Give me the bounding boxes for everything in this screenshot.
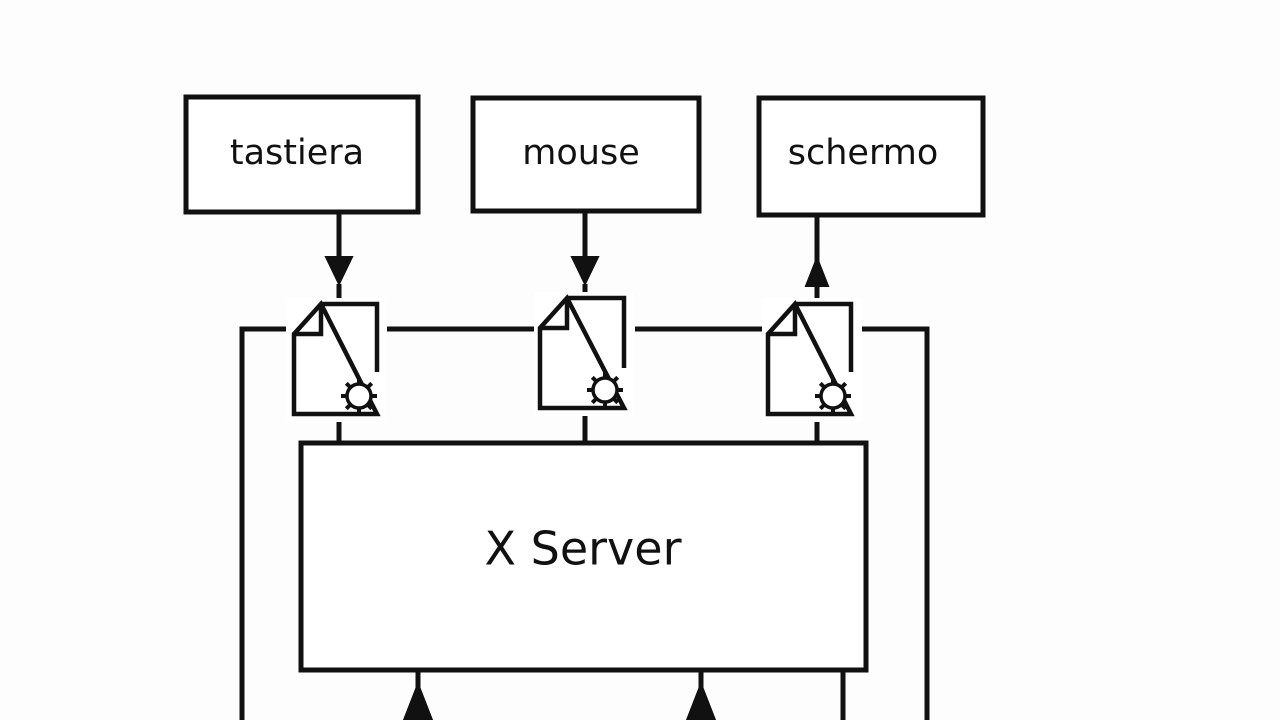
- right-bus-line: [862, 326, 930, 720]
- client-arrow-up-2: [685, 681, 717, 720]
- device-keyboard-label: tastiera: [230, 133, 364, 173]
- bottom-connectors: [402, 670, 717, 720]
- keyboard-arrow-down: [324, 256, 354, 287]
- x-server-label: X Server: [485, 522, 682, 576]
- device-mouse-label: mouse: [522, 133, 639, 173]
- left-bus-line: [239, 326, 292, 720]
- device-mouse: mouse: [470, 95, 702, 214]
- device-file-keyboard-icon: [286, 298, 386, 443]
- bus-lines: [239, 326, 930, 720]
- device-screen-label: schermo: [788, 133, 938, 173]
- device-screen: schermo: [756, 95, 986, 218]
- device-keyboard: tastiera: [183, 94, 421, 215]
- x-server-box: X Server: [298, 440, 869, 673]
- mouse-arrow-down: [570, 256, 600, 287]
- device-connectors: [324, 211, 830, 298]
- device-file-screen-icon: [762, 298, 862, 443]
- client-arrow-up-1: [402, 681, 434, 720]
- device-file-mouse-icon: [534, 292, 634, 443]
- screen-arrow-up: [804, 255, 830, 287]
